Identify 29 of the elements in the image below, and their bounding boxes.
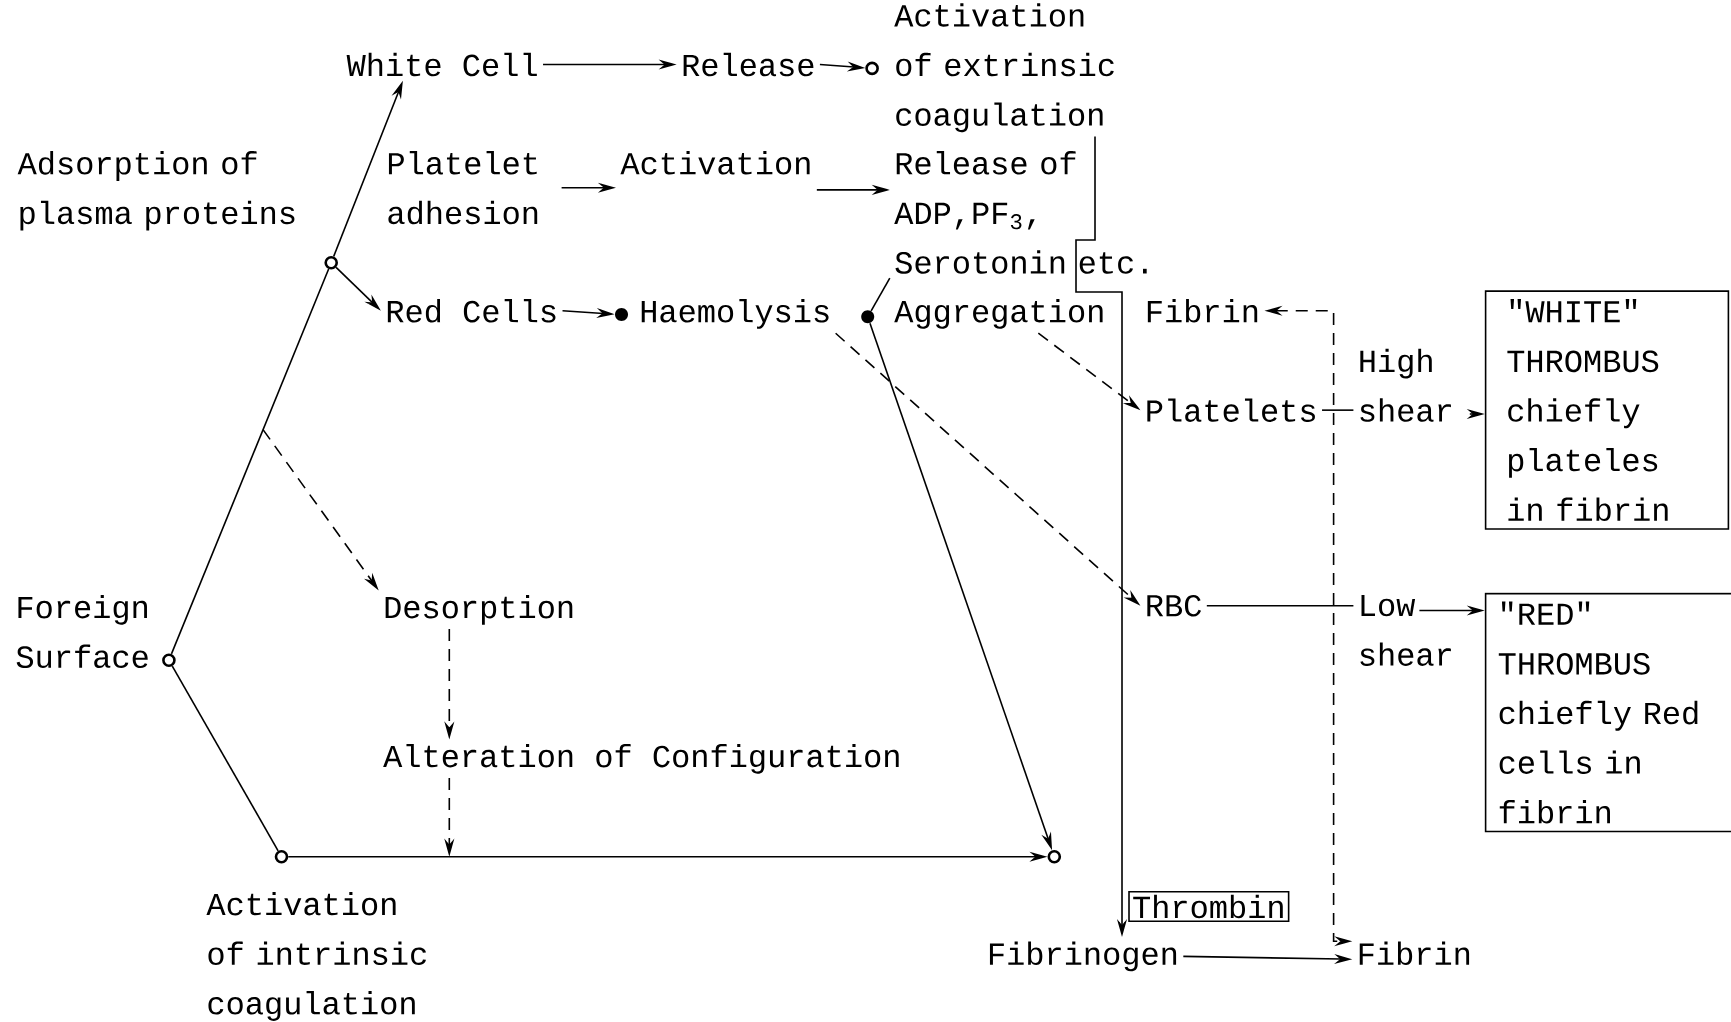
connector-line [1206,604,1355,607]
flow-label: Fibrin [1147,299,1258,323]
flow-label: Release [683,52,814,77]
connector-line [171,665,279,852]
flow-label: Platelet adhesion [388,151,538,225]
flow-label: Haemolysis [641,299,829,329]
flow-label: High shear [1360,348,1451,422]
flow-label: Activation of extrinsic coagulation [894,3,1114,133]
flow-label: Desorption [385,594,573,625]
thrombus-box: "WHITE" THROMBUS chiefly plateles in fibrin [1484,290,1730,530]
flow-label: Aggregation [894,299,1103,329]
flow-label: Fibrinogen [989,941,1177,972]
connector-line [870,277,891,312]
flow-label: Low shear [1360,594,1451,666]
flow-label: Adsorption of plasma proteins [17,151,295,231]
flow-label: Foreign Surface [16,594,148,668]
thrombus-box: "RED" THROMBUS chiefly Red cells in fibrin [1484,592,1731,833]
flow-label: Release of ADP,PF$_{3}$, Serotonin etc. [894,151,1147,274]
connector-line [170,268,330,655]
flow-label: RBC [1147,594,1202,617]
flow-label: Platelets [1147,398,1315,422]
flow-label: White Cell [346,52,537,77]
flow-label: Activation of intrinsic coagulation [206,891,426,1021]
boxed-label: Thrombin [1128,890,1290,922]
flow-label: Red Cells [387,299,556,323]
connector-line [1321,409,1355,411]
flow-label: Alteration of Configuration [383,743,899,774]
flow-label: Activation [620,151,810,175]
flow-label: Fibrin [1359,941,1470,965]
